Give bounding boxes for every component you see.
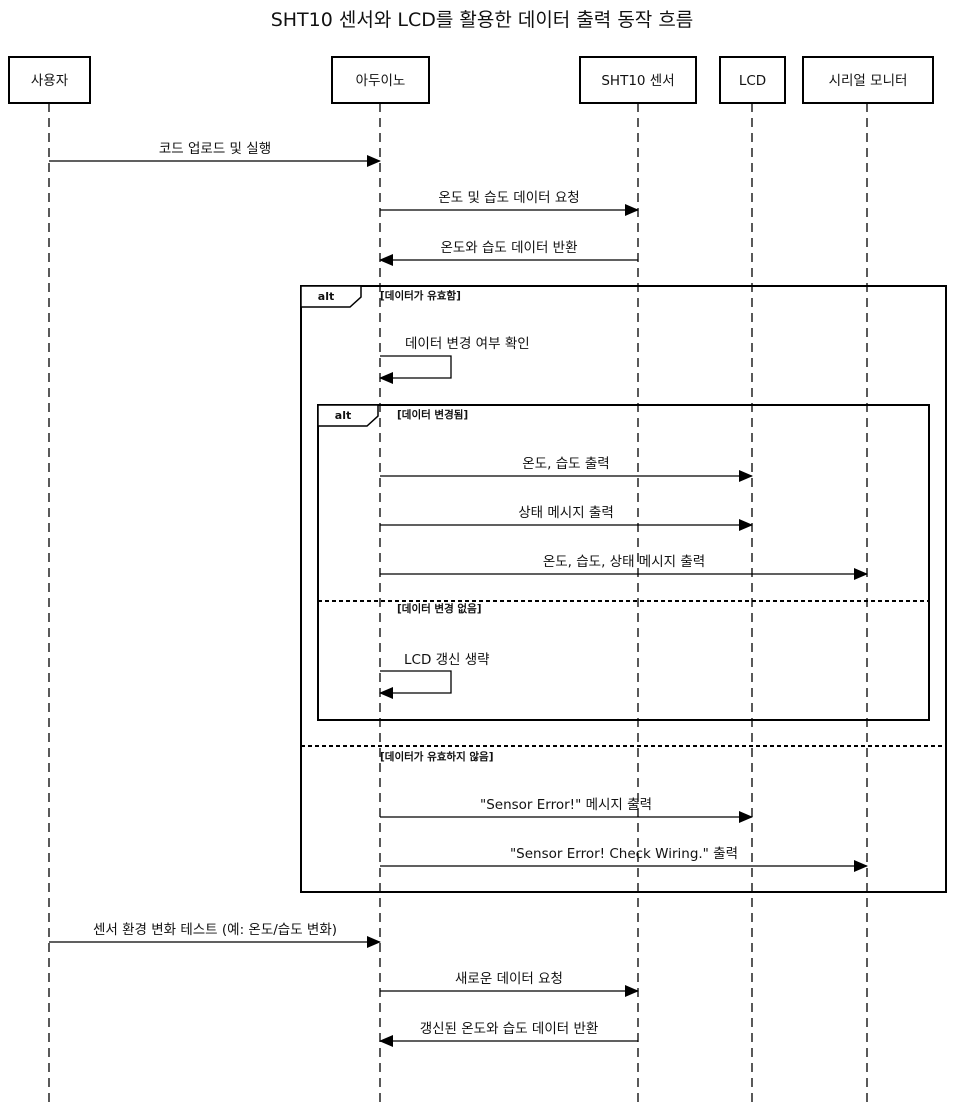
message-label: 센서 환경 변화 테스트 (예: 온도/습도 변화) bbox=[93, 922, 337, 938]
message-self-skip: LCD 갱신 생략 bbox=[379, 652, 490, 699]
participant-box bbox=[719, 56, 786, 104]
alt-fragment-outer: alt [데이터가 유효함] [데이터가 유효하지 않음] bbox=[300, 285, 947, 893]
participant-arduino: 아두이노 bbox=[331, 56, 430, 104]
participant-box bbox=[331, 56, 430, 104]
message-label: 상태 메시지 출력 bbox=[518, 505, 614, 521]
message-updated-return: 갱신된 온도와 습도 데이터 반환 bbox=[379, 1021, 638, 1047]
message-label: 코드 업로드 및 실행 bbox=[159, 141, 271, 157]
message-return: 온도와 습도 데이터 반환 bbox=[379, 240, 638, 266]
message-request: 온도 및 습도 데이터 요청 bbox=[380, 190, 639, 216]
message-lcd-status: 상태 메시지 출력 bbox=[380, 505, 753, 531]
message-arrow bbox=[379, 670, 452, 699]
message-serial-error: "Sensor Error! Check Wiring." 출력 bbox=[380, 846, 868, 872]
message-label: "Sensor Error! Check Wiring." 출력 bbox=[510, 846, 738, 862]
guard-unchanged: [데이터 변경 없음] bbox=[397, 602, 482, 615]
message-label: 데이터 변경 여부 확인 bbox=[405, 336, 530, 352]
message-label: 온도 및 습도 데이터 요청 bbox=[438, 190, 579, 206]
fragment-tag-box bbox=[300, 285, 362, 308]
participant-label: SHT10 센서 bbox=[601, 73, 674, 89]
message-env-test: 센서 환경 변화 테스트 (예: 온도/습도 변화) bbox=[49, 922, 381, 948]
message-serial-output: 온도, 습도, 상태 메시지 출력 bbox=[380, 554, 868, 580]
participant-lcd: LCD bbox=[719, 56, 786, 104]
guard-changed: [데이터 변경됨] bbox=[397, 408, 468, 421]
alt-fragment-inner: alt [데이터 변경됨] [데이터 변경 없음] bbox=[317, 404, 930, 721]
message-upload: 코드 업로드 및 실행 bbox=[49, 141, 381, 167]
message-label: LCD 갱신 생략 bbox=[404, 652, 490, 668]
participant-serial: 시리얼 모니터 bbox=[802, 56, 934, 104]
participant-box bbox=[8, 56, 91, 104]
fragment-frame bbox=[317, 404, 930, 721]
message-self-check: 데이터 변경 여부 확인 bbox=[379, 336, 530, 384]
participant-box bbox=[579, 56, 697, 104]
fragment-operator-label: alt bbox=[335, 409, 351, 422]
guard-valid: [데이터가 유효함] bbox=[380, 289, 461, 302]
fragment-frame bbox=[300, 285, 947, 893]
participant-label: LCD bbox=[739, 73, 766, 89]
message-label: 온도, 습도, 상태 메시지 출력 bbox=[543, 554, 705, 570]
participant-label: 사용자 bbox=[31, 73, 69, 89]
fragment-operator-label: alt bbox=[318, 290, 334, 303]
fragment-tag-box bbox=[317, 404, 379, 427]
participant-user: 사용자 bbox=[8, 56, 91, 104]
message-arrow bbox=[379, 355, 452, 384]
message-label: 온도와 습도 데이터 반환 bbox=[440, 240, 577, 256]
message-label: 새로운 데이터 요청 bbox=[455, 971, 563, 987]
diagram-title: SHT10 센서와 LCD를 활용한 데이터 출력 동작 흐름 bbox=[271, 9, 694, 31]
participant-label: 아두이노 bbox=[356, 73, 406, 89]
message-label: 갱신된 온도와 습도 데이터 반환 bbox=[420, 1021, 599, 1037]
message-label: 온도, 습도 출력 bbox=[522, 456, 609, 472]
message-lcd-error: "Sensor Error!" 메시지 출력 bbox=[380, 797, 753, 823]
message-label: "Sensor Error!" 메시지 출력 bbox=[480, 797, 652, 813]
message-new-request: 새로운 데이터 요청 bbox=[380, 971, 639, 997]
guard-invalid: [데이터가 유효하지 않음] bbox=[380, 750, 494, 763]
message-lcd-temp-hum: 온도, 습도 출력 bbox=[380, 456, 753, 482]
participant-box bbox=[802, 56, 934, 104]
participant-label: 시리얼 모니터 bbox=[829, 73, 908, 89]
lifelines bbox=[48, 103, 868, 1102]
participant-sensor: SHT10 센서 bbox=[579, 56, 697, 104]
